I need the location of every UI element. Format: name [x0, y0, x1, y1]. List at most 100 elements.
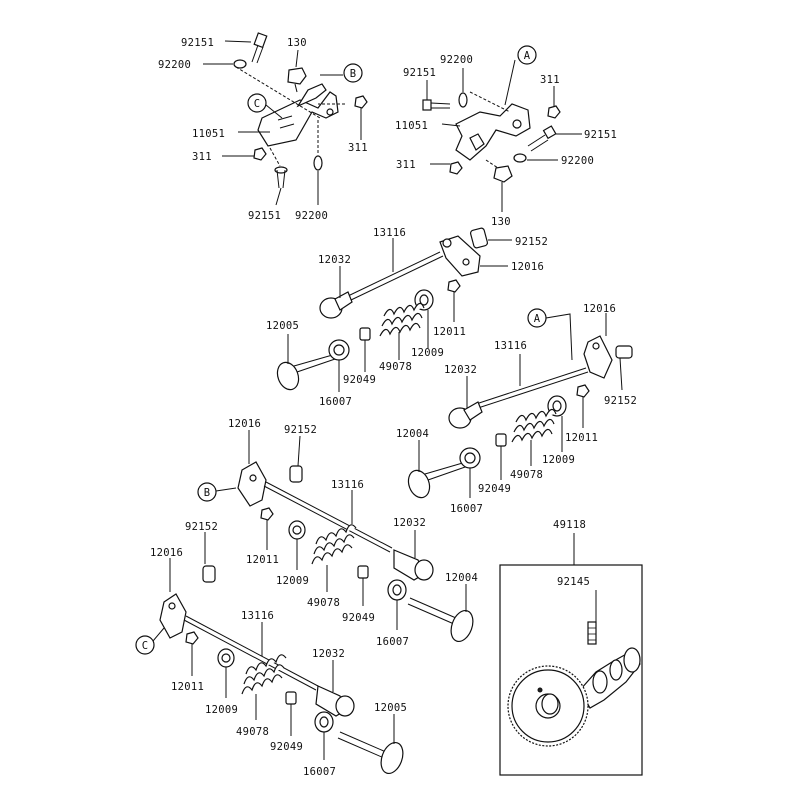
label-tr-130: 130 — [491, 216, 511, 228]
label-g1-12032: 12032 — [318, 254, 351, 266]
valve-group-1 — [276, 227, 512, 392]
spring-49078-g4 — [241, 654, 287, 695]
spring-49078-g3 — [311, 524, 357, 565]
callout-c-top-label: C — [254, 98, 261, 110]
camshaft-assembly-49118: 49118 92145 — [499, 519, 643, 776]
label-tr-311-top: 311 — [540, 74, 560, 86]
rocker-arm-12016-g4 — [159, 593, 187, 639]
callout-b-mid-label: B — [204, 487, 211, 499]
pin-92152-g3 — [289, 435, 303, 483]
label-g4-12016: 12016 — [150, 547, 183, 559]
label-tl-311-right: 311 — [348, 142, 368, 154]
guide-16007-g3 — [387, 579, 407, 601]
retainer-12009-g1 — [414, 289, 434, 311]
label-g3-49078: 49078 — [307, 597, 340, 609]
callout-a-mid: A — [527, 308, 547, 328]
label-g2-13116: 13116 — [494, 340, 527, 352]
callout-b-top-label: B — [350, 68, 357, 80]
label-g1-12011: 12011 — [433, 326, 466, 338]
label-g3-12016: 12016 — [228, 418, 261, 430]
seal-92049-g4 — [285, 691, 297, 705]
keeper-12011-g4 — [185, 631, 199, 645]
washer-92200-top — [233, 59, 247, 69]
label-g4-12011: 12011 — [171, 681, 204, 693]
label-g3-92049: 92049 — [342, 612, 375, 624]
guide-16007-g1 — [328, 339, 350, 361]
label-tr-11051: 11051 — [395, 120, 428, 132]
callout-a-top: A — [517, 45, 537, 65]
spring-pin-92145 — [587, 621, 597, 645]
label-g2-12011: 12011 — [565, 432, 598, 444]
label-g2-12009: 12009 — [542, 454, 575, 466]
cam-gear — [507, 665, 589, 747]
label-g2-92152: 92152 — [604, 395, 637, 407]
label-tl-11051: 11051 — [192, 128, 225, 140]
label-g2-12032: 12032 — [444, 364, 477, 376]
tappet-12032-g1 — [319, 291, 353, 319]
callout-a-mid-label: A — [534, 313, 541, 325]
keeper-12011-g1 — [447, 279, 461, 293]
label-g3-13116: 13116 — [331, 479, 364, 491]
label-g2-92049: 92049 — [478, 483, 511, 495]
camshaft-lobes — [579, 647, 641, 709]
rocker-arm-12016-g1 — [439, 235, 508, 277]
label-g1-12005: 12005 — [266, 320, 299, 332]
bolt-92151-top — [251, 32, 268, 64]
label-g2-12016: 12016 — [583, 303, 616, 315]
label-tr-92200-top: 92200 — [440, 54, 473, 66]
label-g4-13116: 13116 — [241, 610, 274, 622]
label-g1-16007: 16007 — [319, 396, 352, 408]
tappet-12032-g3 — [393, 549, 434, 581]
label-tl-92151-bot: 92151 — [248, 210, 281, 222]
seal-92049-g3 — [357, 565, 369, 579]
nut-311-left — [253, 147, 267, 161]
label-g4-92152: 92152 — [185, 521, 218, 533]
bracket-11051-left — [257, 83, 339, 147]
pin-92152-g2 — [615, 345, 633, 391]
label-tl-92200-bot: 92200 — [295, 210, 328, 222]
label-g3-12032: 12032 — [393, 517, 426, 529]
label-tl-311-left: 311 — [192, 151, 212, 163]
label-g4-16007: 16007 — [303, 766, 336, 778]
valve-12005-g1 — [276, 353, 339, 391]
label-g3-12011: 12011 — [246, 554, 279, 566]
label-g3-12009: 12009 — [276, 575, 309, 587]
label-tr-311-left: 311 — [396, 159, 416, 171]
label-tr-92200-right: 92200 — [561, 155, 594, 167]
valve-group-4: C — [135, 532, 404, 775]
nut-130 — [287, 67, 307, 93]
tappet-12032-g2 — [448, 401, 483, 429]
bolt-92151-tr-right — [527, 125, 557, 152]
valve-group-3: B — [197, 430, 474, 643]
label-g1-92049: 92049 — [343, 374, 376, 386]
label-g2-49078: 49078 — [510, 469, 543, 481]
callout-b-top: B — [343, 63, 363, 83]
label-cam-49118: 49118 — [553, 519, 586, 531]
bolt-92151-tr-left — [422, 99, 451, 111]
label-g1-12009: 12009 — [411, 347, 444, 359]
bolt-92151-bottom — [274, 166, 288, 189]
rocker-arm-12016-g2 — [583, 335, 613, 379]
keeper-12011-g2 — [576, 384, 590, 398]
valve-group-2: A — [407, 308, 633, 499]
callout-a-top-label: A — [524, 50, 531, 62]
label-tr-92151-left: 92151 — [403, 67, 436, 79]
pin-92152-g1 — [469, 227, 512, 249]
nut-130-tr — [493, 165, 513, 212]
spring-49078-g2 — [511, 408, 557, 443]
label-tl-92200-top: 92200 — [158, 59, 191, 71]
label-g3-92152: 92152 — [284, 424, 317, 436]
bracket-11051-right — [455, 103, 531, 161]
label-g3-12004: 12004 — [445, 572, 478, 584]
governor-bracket-left — [203, 32, 368, 206]
label-g4-12009: 12009 — [205, 704, 238, 716]
label-g4-92049: 92049 — [270, 741, 303, 753]
valve-12004-g3 — [407, 597, 474, 643]
label-g1-12016: 12016 — [511, 261, 544, 273]
label-cam-92145: 92145 — [557, 576, 590, 588]
label-tr-92151-right: 92151 — [584, 129, 617, 141]
tappet-12032-g4 — [315, 685, 355, 717]
label-tl-92151-top: 92151 — [181, 37, 214, 49]
callout-c-bot: C — [135, 635, 155, 655]
